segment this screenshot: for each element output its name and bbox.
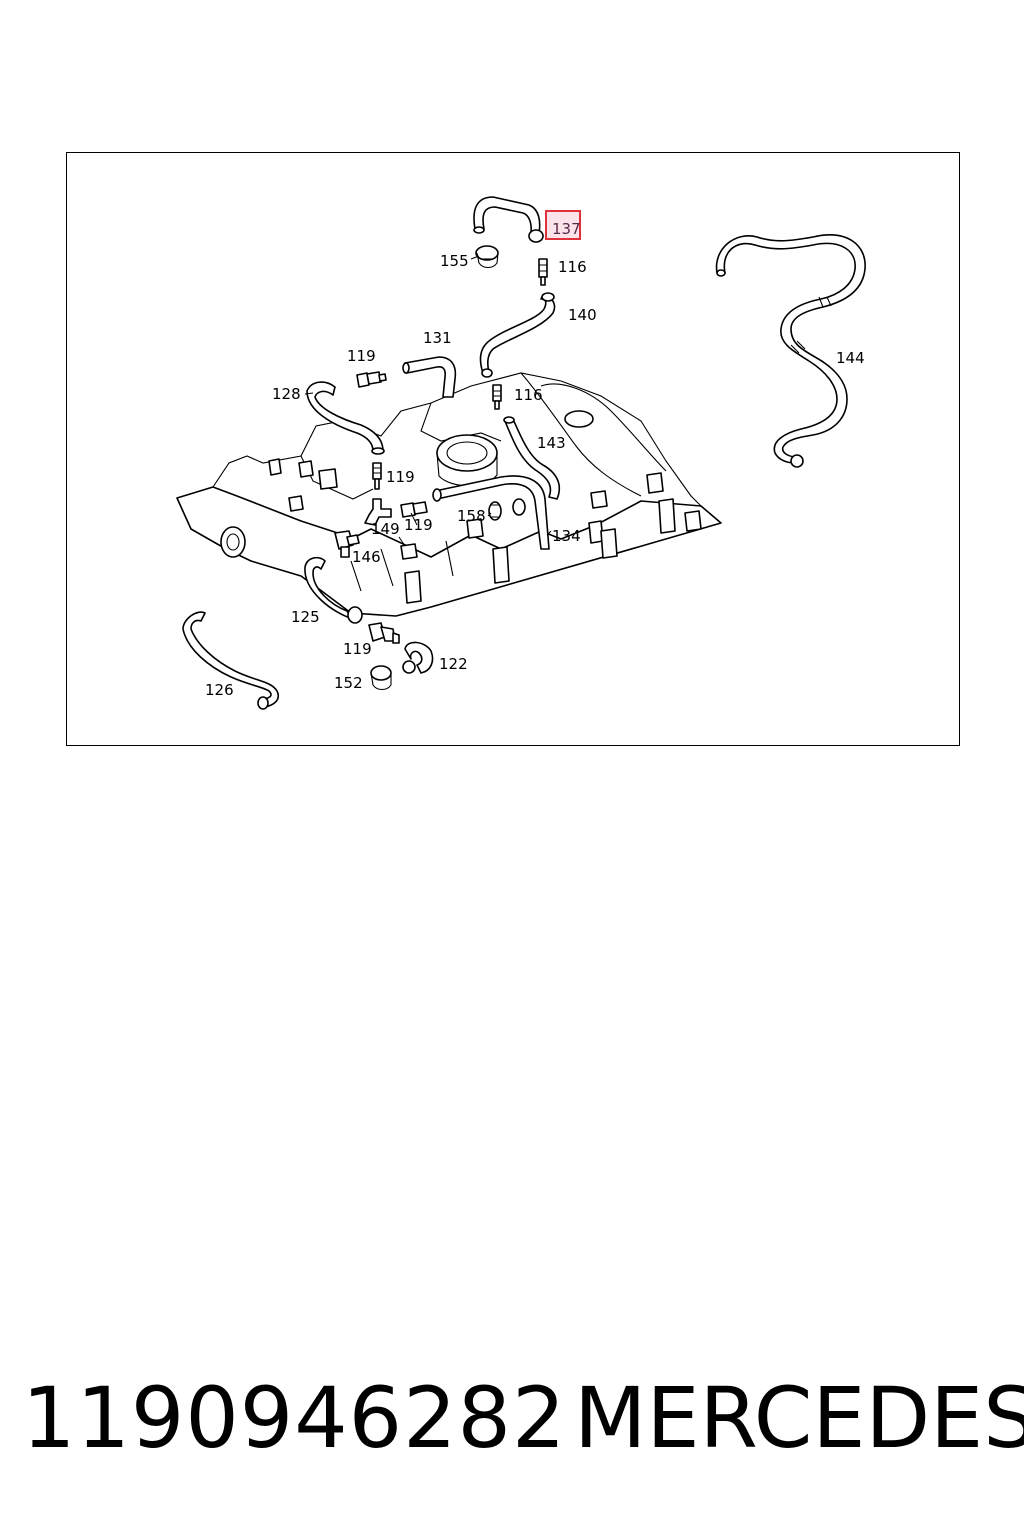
clamp-155: [475, 245, 499, 269]
hose-128: [306, 381, 385, 455]
part-number: 1190946282: [22, 1369, 567, 1467]
clamp-152: [370, 665, 392, 691]
callout-128[interactable]: 128: [272, 385, 301, 403]
callout-137[interactable]: 137: [545, 210, 581, 240]
fitting-119-upper: [356, 371, 387, 388]
brand-name: MERCEDES: [574, 1369, 1024, 1467]
hose-144: [715, 234, 866, 468]
callout-119-right[interactable]: 119: [404, 516, 433, 534]
hose-140: [479, 292, 556, 378]
fitting-119-right: [400, 501, 428, 518]
callout-122[interactable]: 122: [439, 655, 468, 673]
callout-143[interactable]: 143: [537, 434, 566, 452]
footer-caption: 1190946282 MERCEDES: [0, 1368, 1024, 1468]
hose-131: [402, 356, 457, 398]
hose-126: [182, 611, 280, 710]
hose-134: [432, 475, 550, 550]
callout-137-label: 137: [552, 220, 581, 238]
fitting-146: [334, 530, 360, 558]
hose-143: [503, 416, 561, 500]
fitting-119-lower: [368, 622, 400, 644]
callout-146[interactable]: 146: [352, 548, 381, 566]
fitting-119-middle: [372, 462, 382, 490]
callout-125[interactable]: 125: [291, 608, 320, 626]
callout-149[interactable]: 149: [371, 520, 400, 538]
parts-diagram-frame: 137 155 116 140 131 119 128 116 143 144 …: [66, 152, 960, 746]
callout-119-middle[interactable]: 119: [386, 468, 415, 486]
fitting-116-mid: [492, 384, 502, 410]
callout-116-mid[interactable]: 116: [514, 386, 543, 404]
callout-144[interactable]: 144: [836, 349, 865, 367]
clamp-158: [488, 498, 526, 521]
fitting-116-top: [538, 258, 548, 286]
callout-134[interactable]: 134: [552, 527, 581, 545]
callout-155[interactable]: 155: [440, 252, 469, 270]
callout-137-highlight: [545, 210, 581, 240]
callout-152[interactable]: 152: [334, 674, 363, 692]
tee-149: [364, 498, 392, 526]
elbow-122: [402, 641, 434, 674]
callout-140[interactable]: 140: [568, 306, 597, 324]
hose-125: [304, 556, 363, 624]
callout-119-upper[interactable]: 119: [347, 347, 376, 365]
hose-137: [473, 196, 544, 243]
callout-158[interactable]: 158: [457, 507, 486, 525]
callout-131[interactable]: 131: [423, 329, 452, 347]
callout-119-lower[interactable]: 119: [343, 640, 372, 658]
callout-126[interactable]: 126: [205, 681, 234, 699]
leader-lines: [304, 255, 552, 547]
callout-116-top[interactable]: 116: [558, 258, 587, 276]
parts-diagram: 137 155 116 140 131 119 128 116 143 144 …: [176, 196, 866, 710]
